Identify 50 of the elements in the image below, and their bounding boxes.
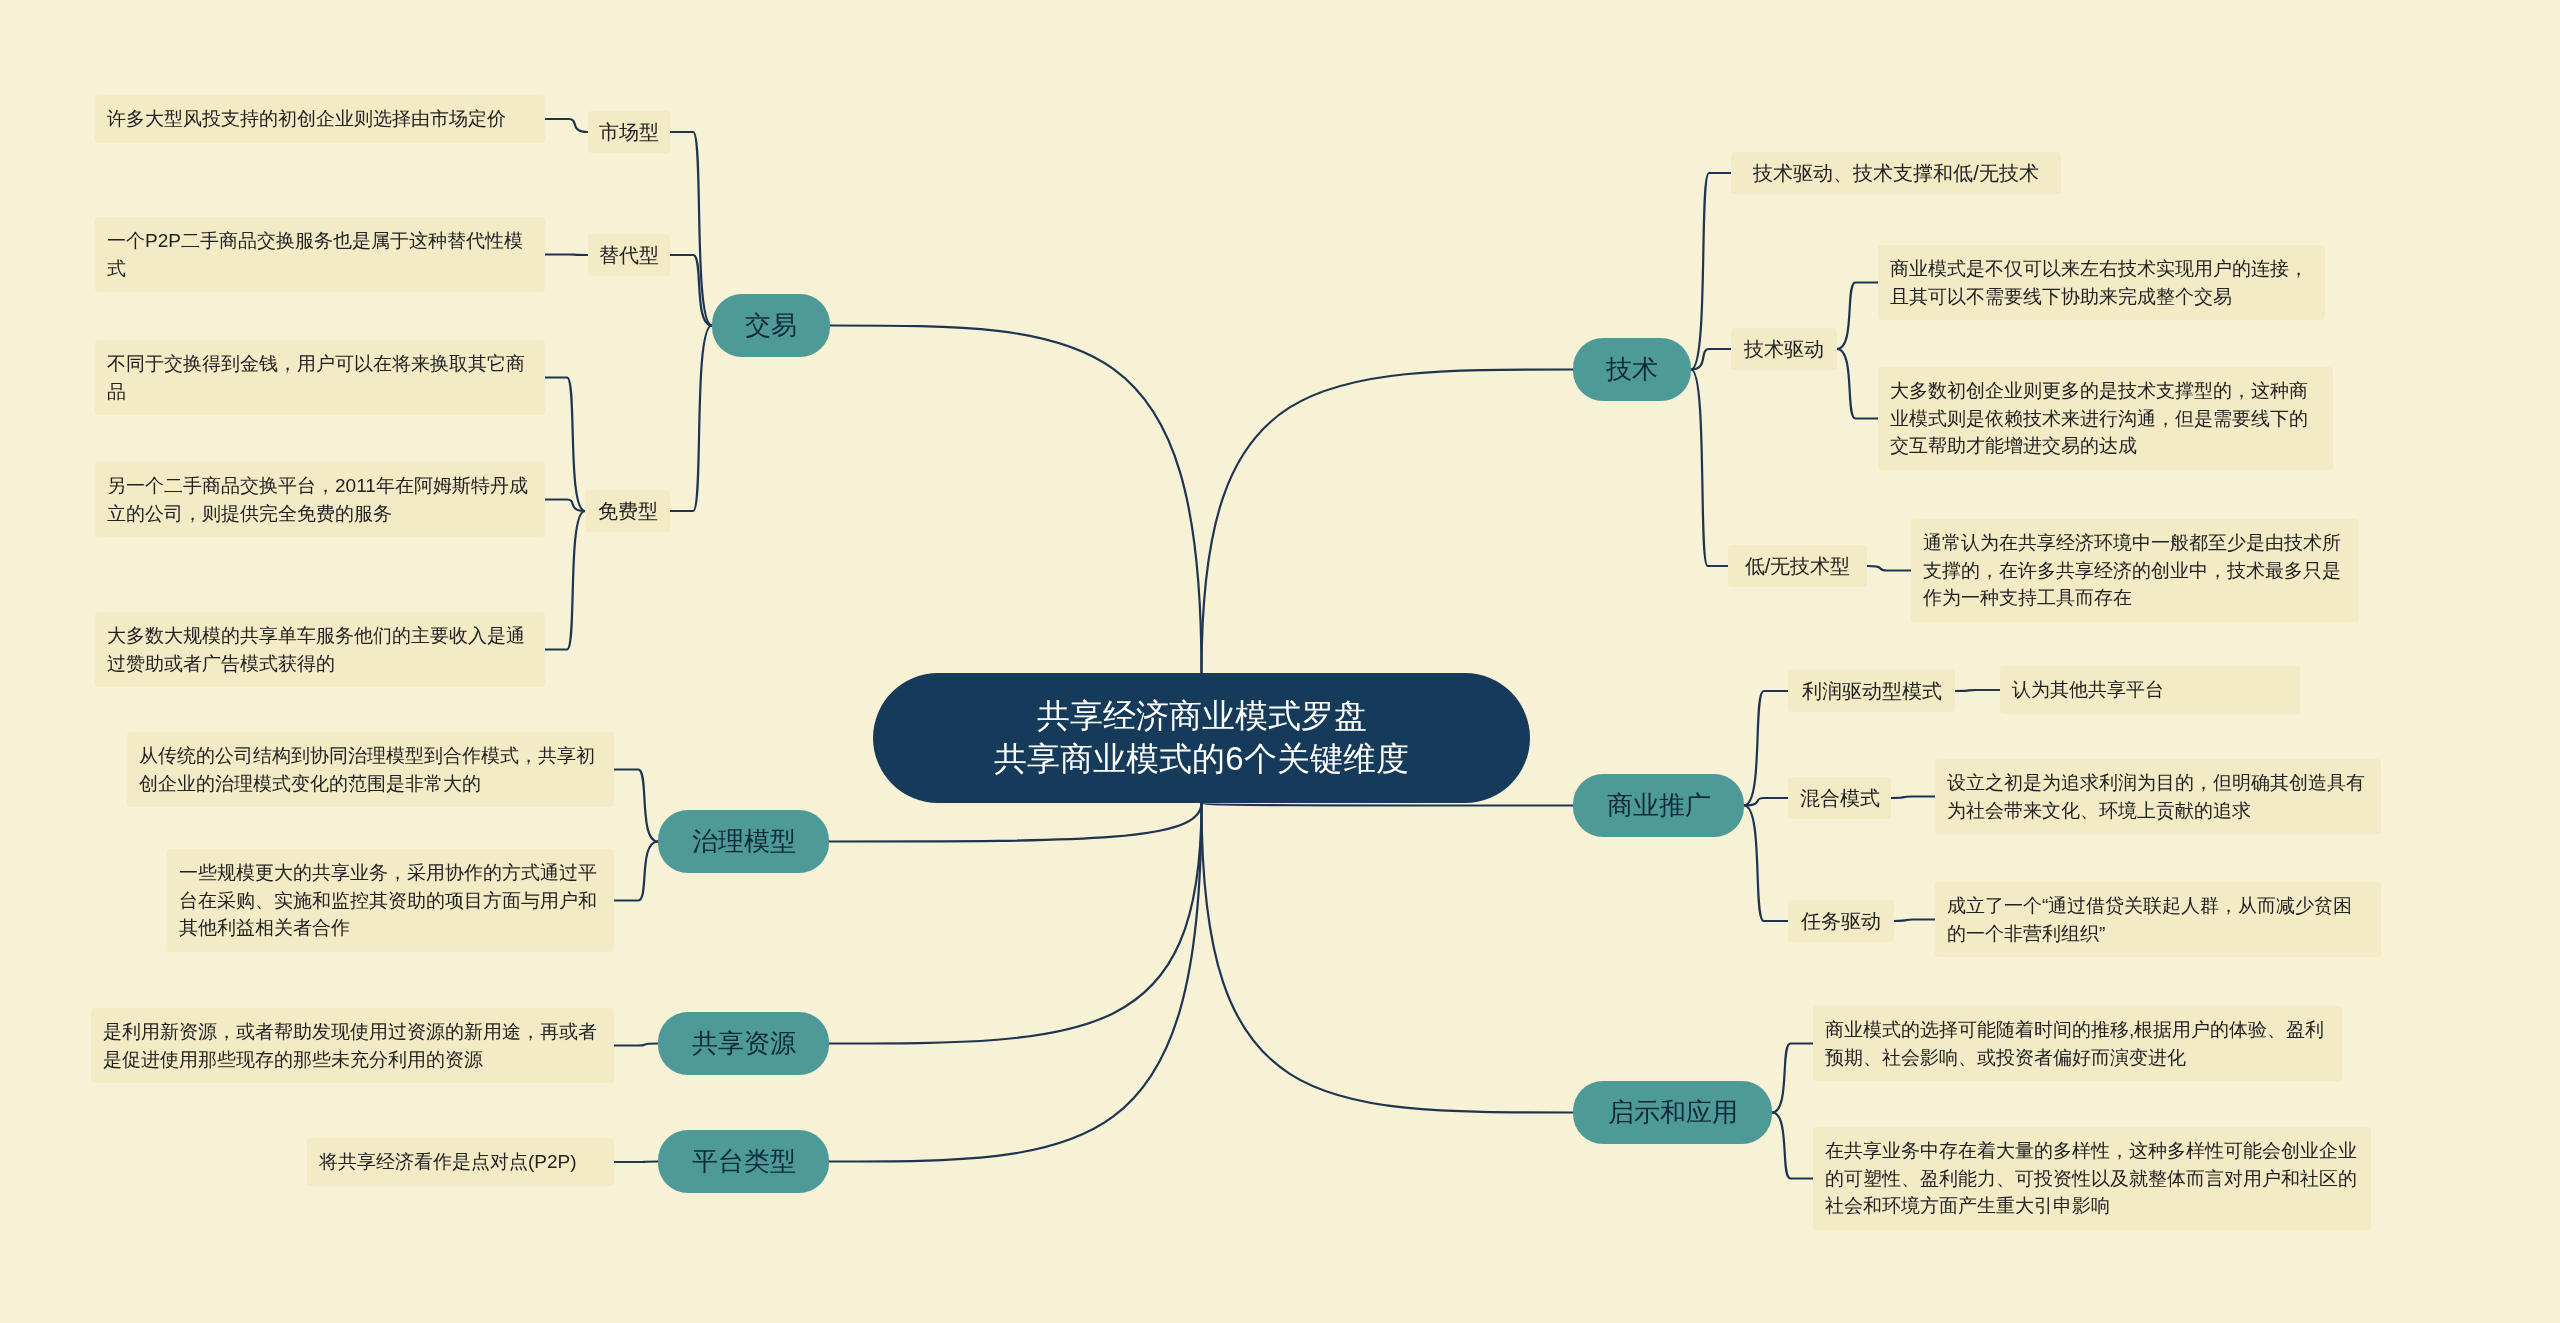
branch-line xyxy=(1201,801,1573,807)
branch-line xyxy=(545,117,589,134)
branch-line xyxy=(1200,368,1573,674)
branch-line xyxy=(1200,802,1573,1114)
note-box: 商业模式的选择可能随着时间的推移,根据用户的体验、盈利预期、社会影响、或投资者偏好而演变进化 xyxy=(1813,1006,2342,1082)
branch-line xyxy=(1743,796,1788,807)
note-box: 设立之初是为追求利润为目的，但明确其创造具有为社会带来文化、环境上贡献的追求 xyxy=(1935,759,2381,835)
subtopic-label: 低/无技术型 xyxy=(1728,545,1867,587)
note-box: 通常认为在共享经济环境中一般都至少是由技术所支撑的，在许多共享经济的创业中，技术最多只是作为一种支持工具而存在 xyxy=(1911,519,2359,622)
branch-topic: 共享资源 xyxy=(658,1012,829,1075)
branch-topic: 启示和应用 xyxy=(1573,1081,1772,1144)
branch-line xyxy=(1866,564,1911,572)
subtopic-label: 替代型 xyxy=(588,234,670,276)
subtopic-label: 市场型 xyxy=(588,111,670,153)
central-topic: 共享经济商业模式罗盘 共享商业模式的6个关键维度 xyxy=(873,673,1530,803)
note-box: 成立了一个“通过借贷关联起人群，从而减少贫困的一个非营利组织” xyxy=(1935,882,2381,958)
branch-line xyxy=(614,1042,658,1047)
branch-line xyxy=(1891,795,1935,800)
branch-topic: 交易 xyxy=(712,294,830,357)
subtopic-label: 任务驱动 xyxy=(1788,900,1894,942)
subtopic-label: 混合模式 xyxy=(1788,777,1891,819)
note-box: 一个P2P二手商品交换服务也是属于这种替代性模式 xyxy=(95,217,545,293)
note-box: 大多数大规模的共享单车服务他们的主要收入是通过赞助或者广告模式获得的 xyxy=(95,612,545,688)
branch-line xyxy=(545,498,586,513)
branch-line xyxy=(614,1160,658,1164)
subtopic-label: 技术驱动、技术支撑和低/无技术 xyxy=(1731,152,2061,194)
note-box: 不同于交换得到金钱，用户可以在将来换取其它商品 xyxy=(95,340,545,416)
branch-topic: 平台类型 xyxy=(658,1130,829,1193)
branch-line xyxy=(614,840,659,902)
branch-line xyxy=(1690,347,1731,371)
subtopic-label: 技术驱动 xyxy=(1731,328,1837,370)
note-box: 商业模式是不仅可以来左右技术实现用户的连接，且其可以不需要线下协助来完成整个交易 xyxy=(1878,245,2325,321)
branch-line xyxy=(545,253,588,257)
note-box: 是利用新资源，或者帮助发现使用过资源的新用途，再或者是促进使用那些现存的那些未充分利用的资源 xyxy=(91,1008,614,1084)
branch-line xyxy=(1955,688,2000,693)
note-box: 在共享业务中存在着大量的多样性，这种多样性可能会创业企业的可塑性、盈利能力、可投资性以及就整体而言对用户和社区的社会和环境方面产生重大引申影响 xyxy=(1813,1127,2371,1230)
subtopic-label: 利润驱动型模式 xyxy=(1788,670,1955,712)
note-box: 大多数初创企业则更多的是技术支撑型的，这种商业模式则是依赖技术来进行沟通，但是需要线下的交互帮助才能增进交易的达成 xyxy=(1878,367,2333,470)
branch-topic: 治理模型 xyxy=(658,810,829,873)
branch-topic: 技术 xyxy=(1573,338,1691,401)
note-box: 另一个二手商品交换平台，2011年在阿姆斯特丹成立的公司，则提供完全免费的服务 xyxy=(95,462,545,538)
note-box: 从传统的公司结构到协同治理模型到合作模式，共享初创企业的治理模式变化的范围是非常大的 xyxy=(127,732,614,808)
subtopic-label: 免费型 xyxy=(585,490,670,532)
note-box: 将共享经济看作是点对点(P2P) xyxy=(307,1138,614,1186)
branch-topic: 商业推广 xyxy=(1573,774,1744,837)
note-box: 认为其他共享平台 xyxy=(2000,666,2300,714)
note-box: 一些规模更大的共享业务，采用协作的方式通过平台在采购、实施和监控其资助的项目方面与用户和其他利益相关者合作 xyxy=(167,849,614,952)
branch-line xyxy=(670,253,713,327)
note-box: 许多大型风投支持的初创企业则选择由市场定价 xyxy=(95,95,545,143)
branch-line xyxy=(1894,918,1935,923)
